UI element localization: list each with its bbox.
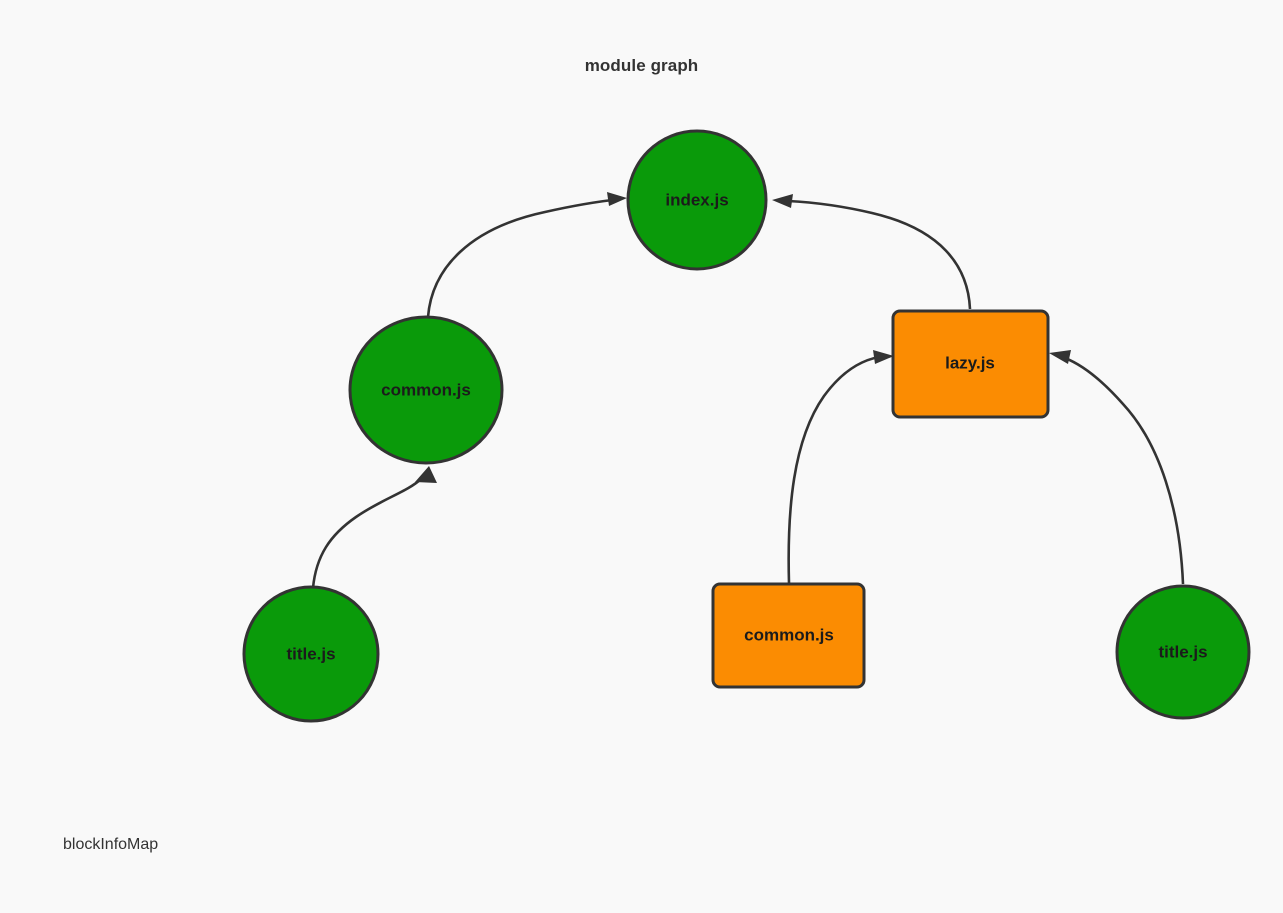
edge-path [787,199,972,310]
arrowhead-icon [1049,350,1071,364]
node-shape-rect [891,309,1050,419]
arrowhead-icon [873,350,894,364]
edge-path [311,478,422,589]
node-common-js-orange[interactable]: common.js [711,582,866,689]
node-common-js-green[interactable]: common.js [348,315,504,465]
edge-common-to-index[interactable] [426,192,627,318]
node-title-js-right[interactable]: title.js [1115,584,1251,720]
node-lazy-js[interactable]: lazy.js [891,309,1050,419]
edge-path [787,355,880,584]
node-shape-ellipse [348,315,504,465]
node-layer: index.js common.js title.js lazy.js comm… [242,129,1251,723]
edge-path [1064,356,1185,585]
cluster-label: blockInfoMap [63,836,159,853]
edge-common-orange-to-lazy[interactable] [787,350,894,584]
node-shape-circle [1115,584,1251,720]
page-title: module graph [584,56,699,75]
node-shape-circle [242,585,380,723]
node-shape-rect [711,582,866,689]
node-title-js-left[interactable]: title.js [242,585,380,723]
edge-path [426,197,622,318]
node-index-js[interactable]: index.js [626,129,768,271]
node-shape-circle [626,129,768,271]
edge-title-left-to-common[interactable] [311,466,437,589]
arrowhead-icon [772,194,793,208]
edge-layer [311,192,1185,589]
edge-title-right-to-lazy[interactable] [1049,350,1185,585]
arrowhead-icon [607,192,627,206]
edge-lazy-to-index[interactable] [772,194,972,310]
arrowhead-icon [415,466,437,483]
